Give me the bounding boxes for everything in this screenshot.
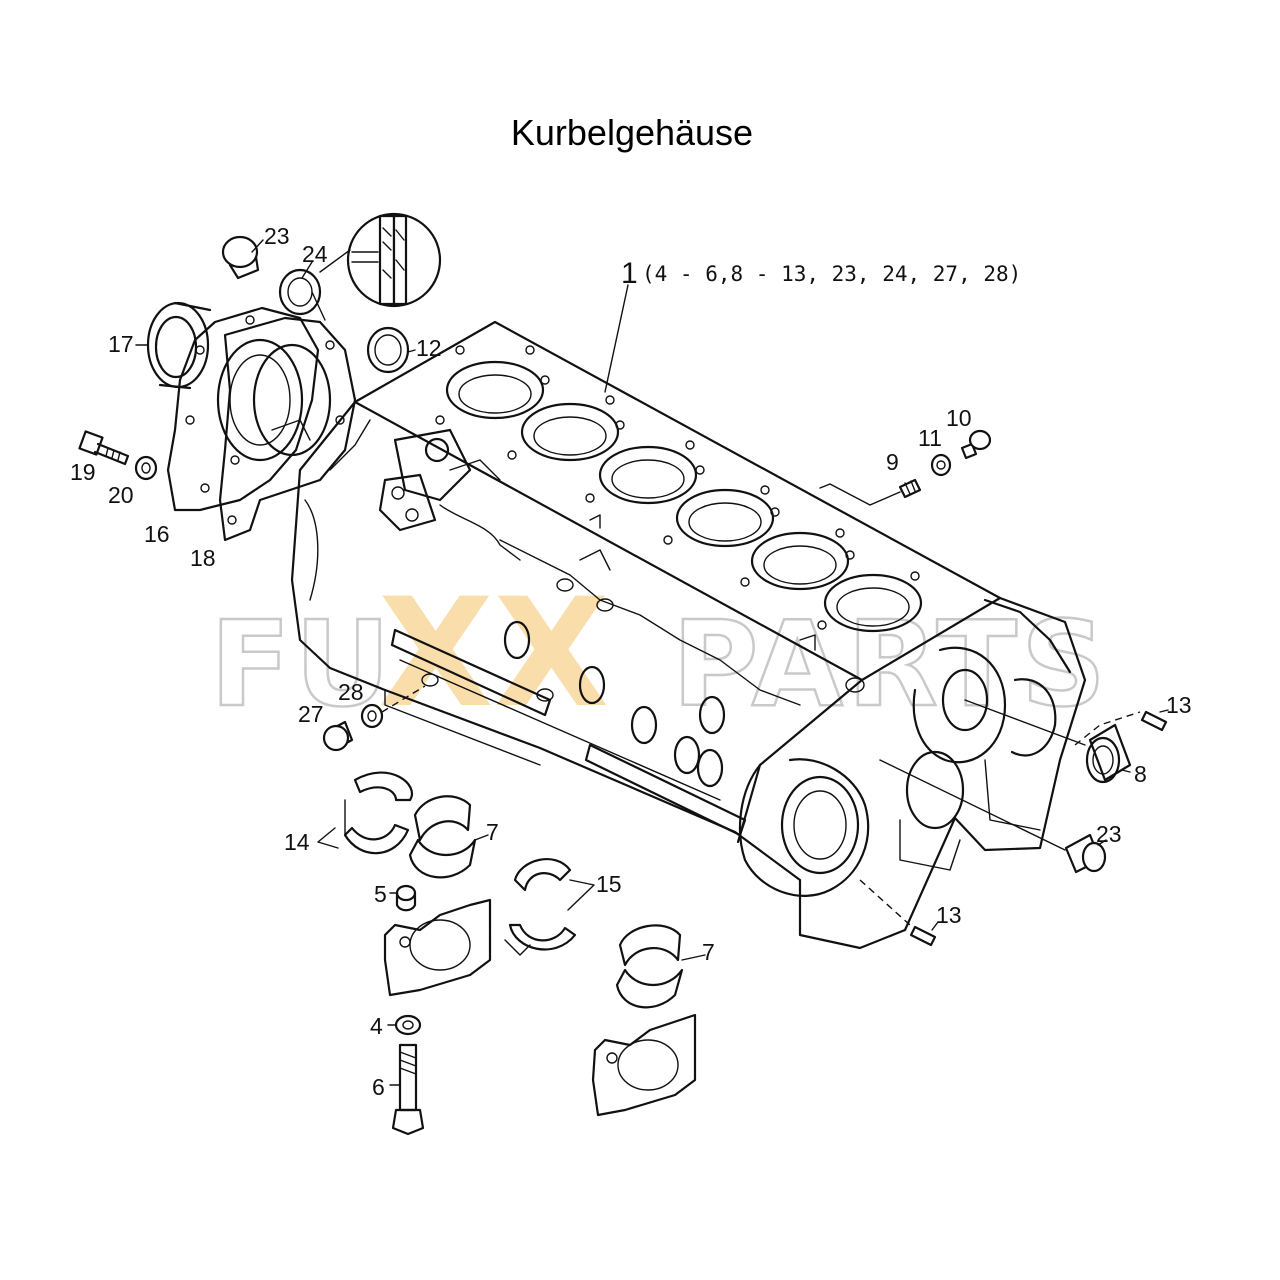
part-7-bearing-shell-left bbox=[408, 795, 477, 879]
leader-lines bbox=[135, 239, 1169, 1086]
part-5-dowel-sleeve bbox=[395, 884, 417, 912]
part-13-dowel-upper bbox=[1140, 710, 1168, 732]
part-6-bolt bbox=[391, 1043, 425, 1136]
label-part-17: 17 bbox=[108, 331, 134, 357]
watermark-logo: FU XX PARTS bbox=[209, 567, 1108, 741]
main-bearing-cap-right bbox=[591, 1013, 697, 1117]
label-part-11: 11 bbox=[918, 425, 942, 451]
label-part-19: 19 bbox=[70, 459, 96, 485]
label-part-1: 1 bbox=[621, 257, 638, 290]
label-part-24: 24 bbox=[302, 241, 328, 267]
part-15-thrust-washer bbox=[504, 858, 577, 956]
part-18-gasket bbox=[218, 316, 357, 542]
part-12-plug bbox=[366, 326, 410, 374]
label-part-13-lower: 13 bbox=[936, 902, 962, 928]
part-23-plug-rear bbox=[1064, 833, 1107, 874]
crankcase-block bbox=[290, 320, 1087, 950]
label-part-8: 8 bbox=[1134, 761, 1147, 787]
label-part-13-upper: 13 bbox=[1166, 692, 1192, 718]
part-13-dowel-lower bbox=[909, 925, 937, 947]
label-part-12: 12 bbox=[416, 335, 442, 361]
crankcase-webs bbox=[421, 504, 865, 788]
label-part-27: 27 bbox=[298, 701, 324, 727]
part-9-stud bbox=[898, 478, 922, 499]
label-part-18: 18 bbox=[190, 545, 216, 571]
part-7-bearing-shell-right bbox=[615, 924, 684, 1009]
main-bearing-cap-left bbox=[383, 898, 492, 997]
label-part-7-left: 7 bbox=[486, 819, 499, 845]
label-part-4: 4 bbox=[370, 1013, 383, 1039]
diagram-title: Kurbelgehäuse bbox=[511, 112, 753, 153]
part-19-bolt bbox=[78, 430, 130, 466]
label-part-28: 28 bbox=[338, 679, 364, 705]
label-part-7-right: 7 bbox=[702, 939, 715, 965]
label-part-9: 9 bbox=[886, 449, 899, 475]
label-part-23-rear: 23 bbox=[1096, 821, 1122, 847]
label-part-1-refs: (4 - 6,8 - 13, 23, 24, 27, 28) bbox=[642, 262, 1021, 286]
seal-detail-inset bbox=[346, 212, 442, 308]
label-part-10: 10 bbox=[946, 405, 972, 431]
label-part-14: 14 bbox=[284, 829, 310, 855]
part-labels: 1 (4 - 6,8 - 13, 23, 24, 27, 28) 23 24 1… bbox=[70, 223, 1192, 1100]
deck-bolt-holes bbox=[435, 345, 920, 630]
label-part-23-top: 23 bbox=[264, 223, 290, 249]
part-23-plug-top bbox=[221, 235, 260, 280]
label-part-6: 6 bbox=[372, 1074, 385, 1100]
label-part-16: 16 bbox=[144, 521, 170, 547]
part-24-ring bbox=[278, 268, 322, 316]
part-4-washer bbox=[394, 1014, 422, 1036]
cylinder-bores bbox=[445, 360, 923, 633]
label-part-5: 5 bbox=[374, 881, 387, 907]
part-16-front-cover bbox=[166, 306, 320, 512]
part-8-bushing bbox=[1085, 723, 1132, 784]
part-14-thrust-washer bbox=[343, 771, 413, 855]
label-part-15: 15 bbox=[596, 871, 622, 897]
part-20-washer bbox=[134, 455, 158, 481]
part-11-washer bbox=[930, 453, 952, 477]
watermark-xx: XX bbox=[378, 567, 609, 741]
part-10-screw bbox=[960, 429, 992, 460]
watermark-prefix: FU bbox=[210, 595, 394, 733]
part-28-washer bbox=[360, 703, 384, 729]
label-part-20: 20 bbox=[108, 482, 134, 508]
part-27-plug bbox=[322, 720, 354, 752]
